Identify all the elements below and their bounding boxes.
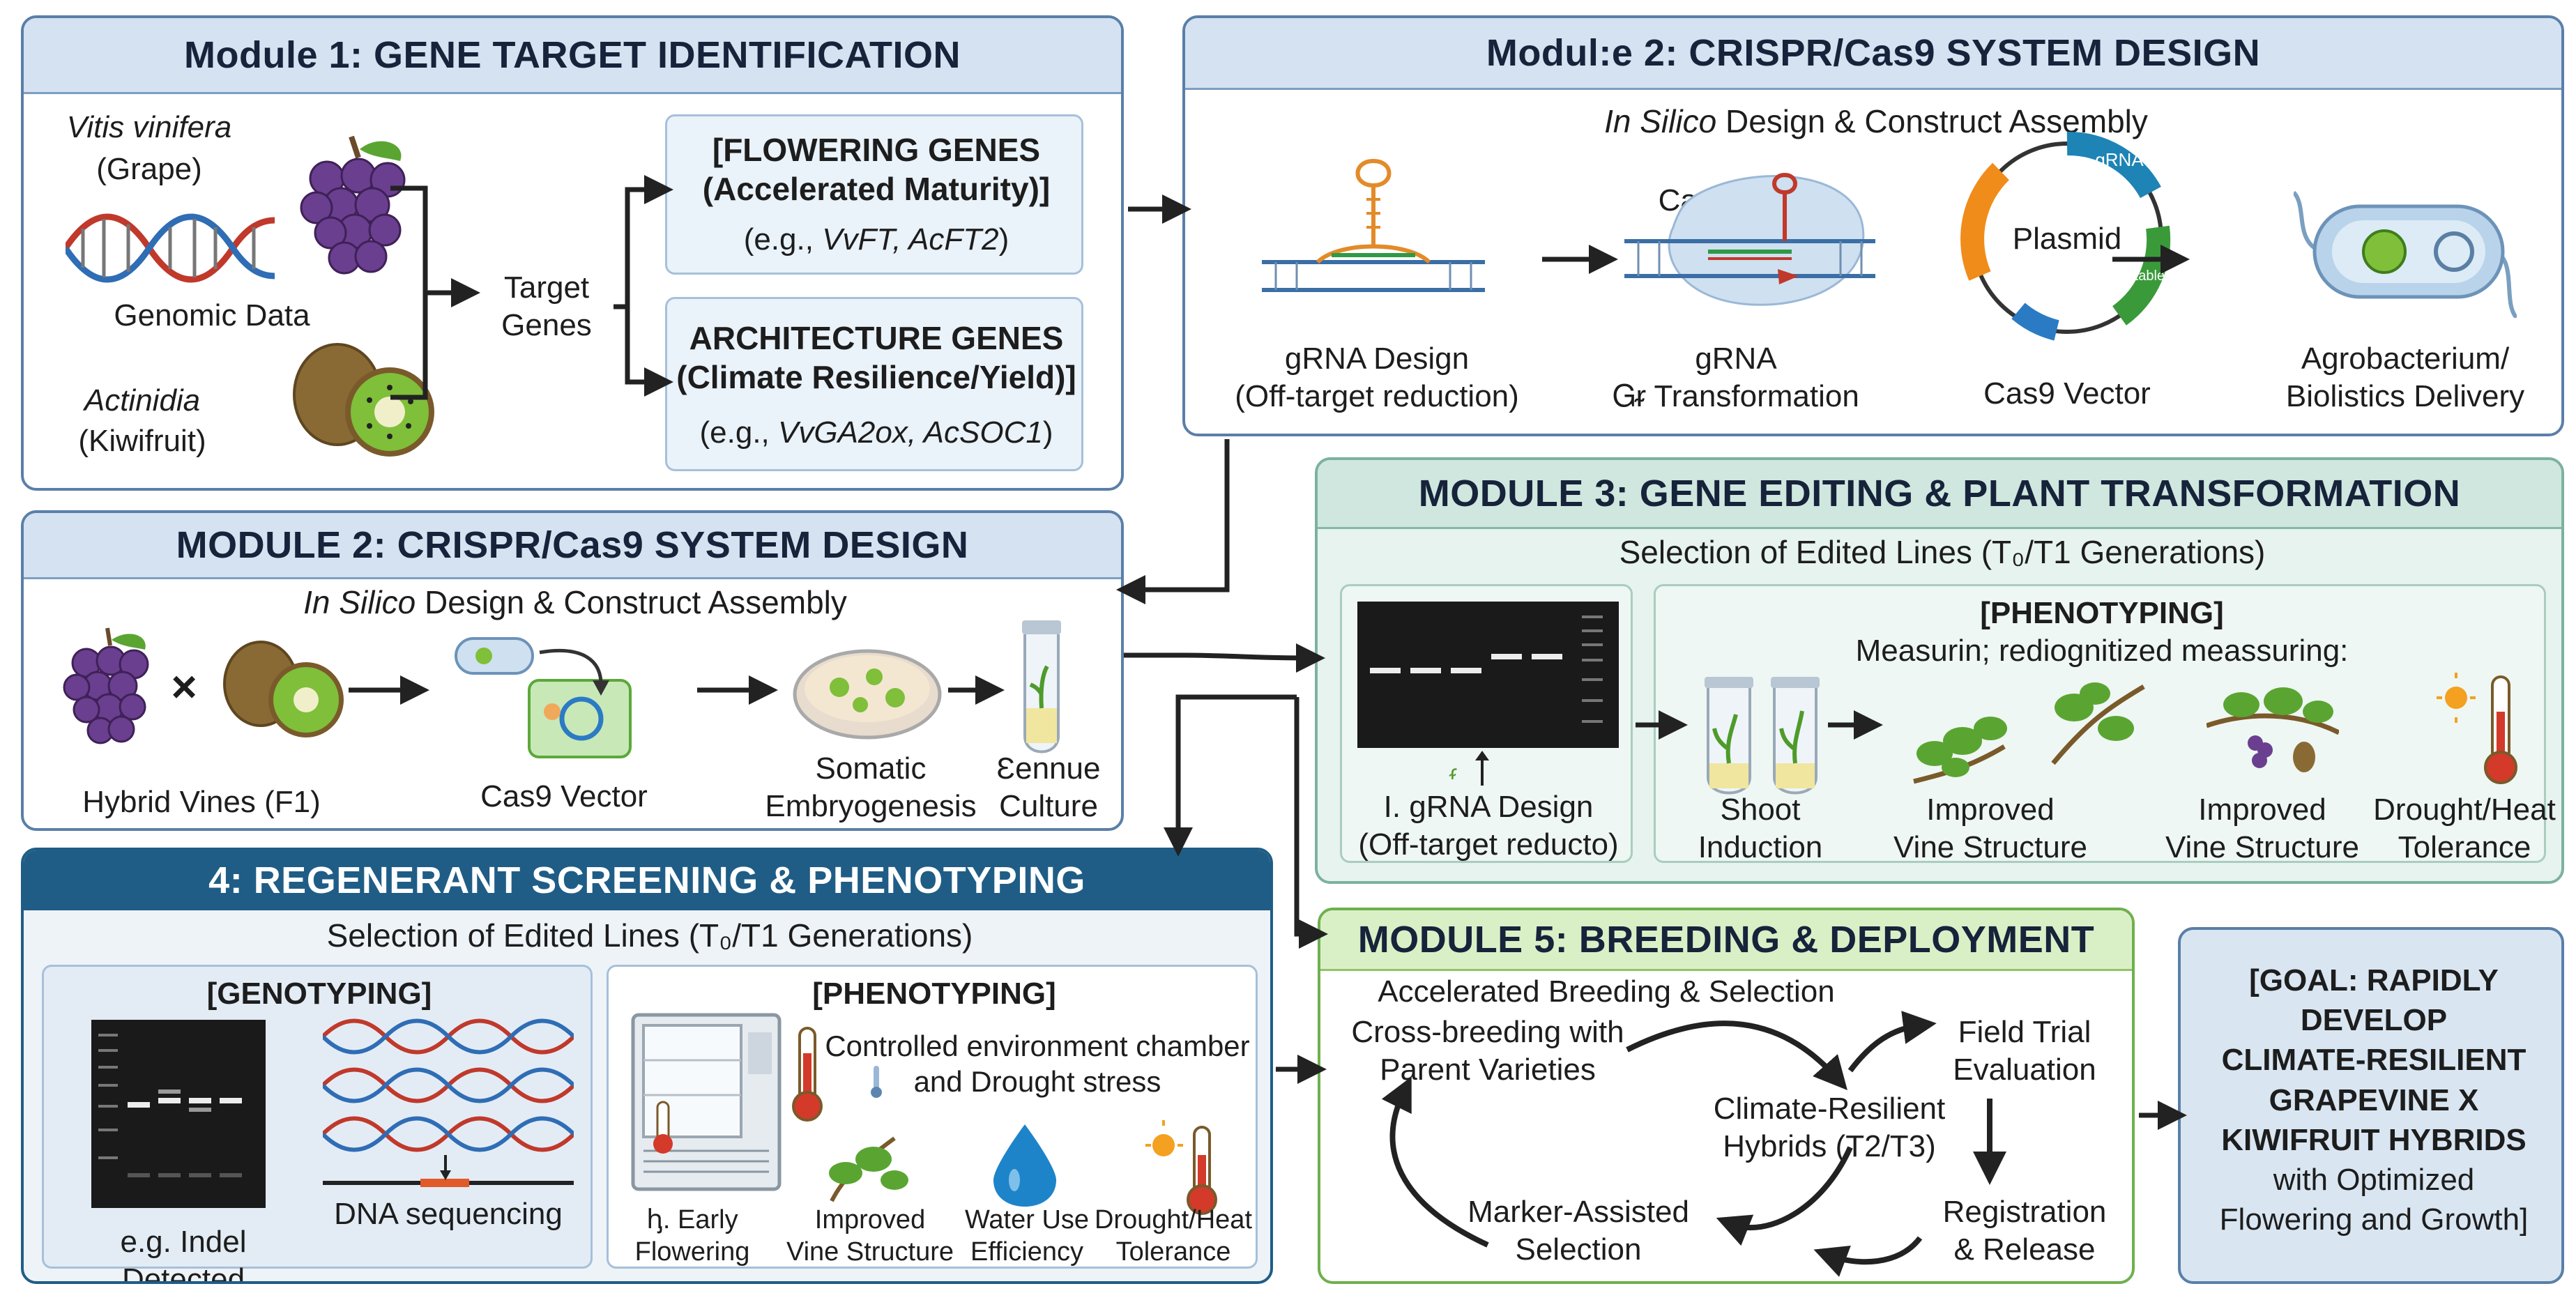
drought-heat-tolerance-label-m4: Drought/Heat Tolerance — [1094, 1205, 1252, 1267]
kiwifruit-icon-small — [223, 641, 344, 737]
thermometer-icon — [792, 1027, 823, 1122]
goal-normal-text: with Optimized Flowering and Growth] — [2219, 1162, 2529, 1237]
vine-plant-icon-1 — [1913, 717, 2007, 784]
step-grna-transformation: gRNA Ꮐᵲ Transformation — [1613, 342, 1859, 413]
flowering-genes-example: (e.g., VvFT, AcFT2) — [743, 222, 1009, 257]
early-flowering-label: ꞕ. Early Flowering — [634, 1205, 750, 1267]
module4-title: 4: REGENERANT SCREENING & PHENOTYPING — [24, 850, 1270, 910]
genotyping-gel-icon — [91, 1020, 266, 1208]
flowering-genes-title: [FLOWERING GENES (Accelerated Maturity)] — [702, 132, 1051, 208]
actinidia-common: (Kiwifruit) — [78, 424, 206, 458]
module3-title: MODULE 3: GENE EDITING & PLANT TRANSFORM… — [1318, 460, 2561, 529]
module1-panel: Module 1: GENE TARGET IDENTIFICATION Vit… — [21, 15, 1124, 491]
module5-title: MODULE 5: BREEDING & DEPLOYMENT — [1320, 910, 2132, 971]
drought-heat-tolerance-label: Drought/Heat Tolerance — [2373, 793, 2556, 864]
environment-chamber-icon — [631, 1013, 782, 1191]
shoot-induction-tubes-icon — [1705, 677, 1820, 795]
tissue-culture-label: Ɛennue Culture — [996, 751, 1101, 823]
cas9-vector-cell-icon — [455, 637, 632, 758]
plasmid-ring-marker: selectable — [2101, 268, 2165, 284]
flowering-genes-box: [FLOWERING GENES (Accelerated Maturity)]… — [665, 114, 1083, 275]
goal-panel: [GOAL: RAPIDLY DEVELOP CLIMATE-RESILIENT… — [2178, 927, 2564, 1284]
vitis-name: Vitis vinifera — [66, 110, 232, 144]
thermometer-sun-icon — [2437, 673, 2517, 784]
vine-with-fruit-icon — [2207, 687, 2339, 772]
module1-title: Module 1: GENE TARGET IDENTIFICATION — [24, 18, 1121, 94]
improved-vine-structure-label: Improved Vine Structure — [786, 1205, 954, 1267]
module2-left-panel: MODULE 2: CRISPR/Cas9 SYSTEM DESIGN In S… — [21, 510, 1124, 831]
module2-left-subtitle: In Silico Design & Construct Assembly — [303, 584, 847, 620]
culture-tube-icon — [1022, 620, 1061, 754]
module4-phenotyping-title: [PHENOTYPING] — [812, 977, 1056, 1011]
module4-phenotyping-box: [PHENOTYPING] Controlled environment cha… — [607, 965, 1258, 1269]
genotyping-box: [GENOTYPING] DNA sequencing e.g. Indel D… — [42, 965, 593, 1281]
small-thermometer-icon — [871, 1066, 882, 1098]
module3-phenotyping-subtitle: Measurin; rediognitized meassuring: — [1855, 634, 2349, 668]
registration-release-label: Registration & Release — [1942, 1195, 2107, 1267]
module3-phenotyping-title: [PHENOTYPING] — [1980, 596, 2224, 630]
somatic-embryogenesis-label: Somatic Embryogenesis — [765, 751, 977, 823]
indel-detected-label: e.g. Indel Detected — [120, 1225, 247, 1284]
goal-text: [GOAL: RAPIDLY DEVELOP CLIMATE-RESILIENT… — [2188, 961, 2560, 1239]
actinidia-name: Actinidia — [84, 383, 201, 418]
step-grna-design: gRNA Design (Off-target reduction) — [1235, 342, 1519, 413]
target-genes-label: Target Genes — [501, 270, 592, 342]
somatic-embryo-dish-icon — [793, 649, 942, 740]
heat-thermometer-icon — [1145, 1120, 1217, 1215]
genomic-data-label: Genomic Data — [114, 298, 310, 332]
breeding-cycle-arrows — [1381, 1011, 2006, 1277]
vine-plant-icon-2 — [2051, 682, 2145, 765]
module2-left-title: MODULE 2: CRISPR/Cas9 SYSTEM DESIGN — [24, 513, 1121, 579]
grape-icon-small — [63, 627, 149, 744]
gel-mark: ᵳ — [1450, 761, 1457, 784]
accelerated-breeding-label: Accelerated Breeding & Selection — [1378, 974, 1835, 1009]
vine-structure-icon — [829, 1136, 908, 1202]
module4-panel: 4: REGENERANT SCREENING & PHENOTYPING Se… — [21, 848, 1273, 1284]
module2-top-panel: Modul:e 2: CRISPR/Cas9 SYSTEM DESIGN In … — [1182, 15, 2564, 436]
water-drop-icon — [993, 1124, 1056, 1207]
module4-subtitle: Selection of Edited Lines (T₀/T1 Generat… — [326, 917, 973, 954]
gel-image-icon — [1357, 602, 1619, 748]
architecture-genes-example: (e.g., VvGA2ox, AcSOC1) — [699, 415, 1053, 450]
cas9-vector-label: Cas9 Vector — [480, 779, 648, 813]
plasmid-label: Plasmid — [2012, 222, 2122, 256]
field-trial-label: Field Trial Evaluation — [1953, 1015, 2096, 1087]
step-delivery: Agrobacterium/ Biolistics Delivery — [2285, 342, 2525, 413]
dna-strands-icon — [323, 1018, 574, 1187]
module5-panel: MODULE 5: BREEDING & DEPLOYMENT Accelera… — [1318, 908, 2135, 1284]
grna-design-icon — [1262, 158, 1485, 292]
step-cas9-vector: Cas9 Vector — [1983, 376, 2151, 411]
grape-icon — [300, 135, 406, 275]
module3-panel: MODULE 3: GENE EDITING & PLANT TRANSFORM… — [1315, 457, 2564, 884]
vitis-common: (Grape) — [96, 152, 202, 186]
genotyping-title: [GENOTYPING] — [206, 977, 432, 1011]
architecture-genes-title: ARCHITECTURE GENES (Climate Resilience/Y… — [676, 320, 1076, 396]
cross-symbol: × — [171, 662, 197, 712]
hybrid-vines-label: Hybrid Vines (F1) — [82, 785, 321, 819]
module3-gel-box: ᵳ I. gRNA Design (Off-target reducto) — [1340, 584, 1633, 863]
gel-caption: I. gRNA Design (Off-target reducto) — [1358, 790, 1619, 862]
improved-vine-structure-label-1: Improved Vine Structure — [1893, 793, 2087, 864]
module3-subtitle: Selection of Edited Lines (T₀/T1 Generat… — [1619, 534, 2266, 570]
dna-helix-icon — [66, 213, 275, 283]
dna-sequencing-label: DNA sequencing — [334, 1197, 563, 1231]
architecture-genes-box: ARCHITECTURE GENES (Climate Resilience/Y… — [665, 297, 1083, 471]
kiwifruit-icon — [293, 343, 434, 457]
plasmid-ring-grna: gRNA — [2095, 149, 2144, 170]
module2-top-title: Modul:e 2: CRISPR/Cas9 SYSTEM DESIGN — [1185, 18, 2561, 90]
goal-bold-text: [GOAL: RAPIDLY DEVELOP CLIMATE-RESILIENT… — [2221, 963, 2527, 1157]
module3-phenotyping-box: [PHENOTYPING] Measurin; rediognitized me… — [1654, 584, 2556, 864]
water-use-efficiency-label: Water Use Efficiency — [964, 1205, 1090, 1267]
climate-resilient-hybrids-label: Climate-Resilient Hybrids (T2/T3) — [1713, 1092, 1946, 1163]
chamber-description: Controlled environment chamber and Droug… — [825, 1030, 1250, 1099]
plasmid-icon — [1960, 131, 2171, 341]
shoot-induction-label: Shoot Induction — [1698, 793, 1823, 864]
cas9-complex-icon — [1624, 172, 1875, 306]
gel-up-arrow — [1475, 751, 1489, 786]
marker-assisted-selection-label: Marker-Assisted Selection — [1468, 1195, 1689, 1267]
agrobacterium-icon — [2294, 190, 2517, 318]
improved-vine-structure-label-2: Improved Vine Structure — [2165, 793, 2359, 864]
